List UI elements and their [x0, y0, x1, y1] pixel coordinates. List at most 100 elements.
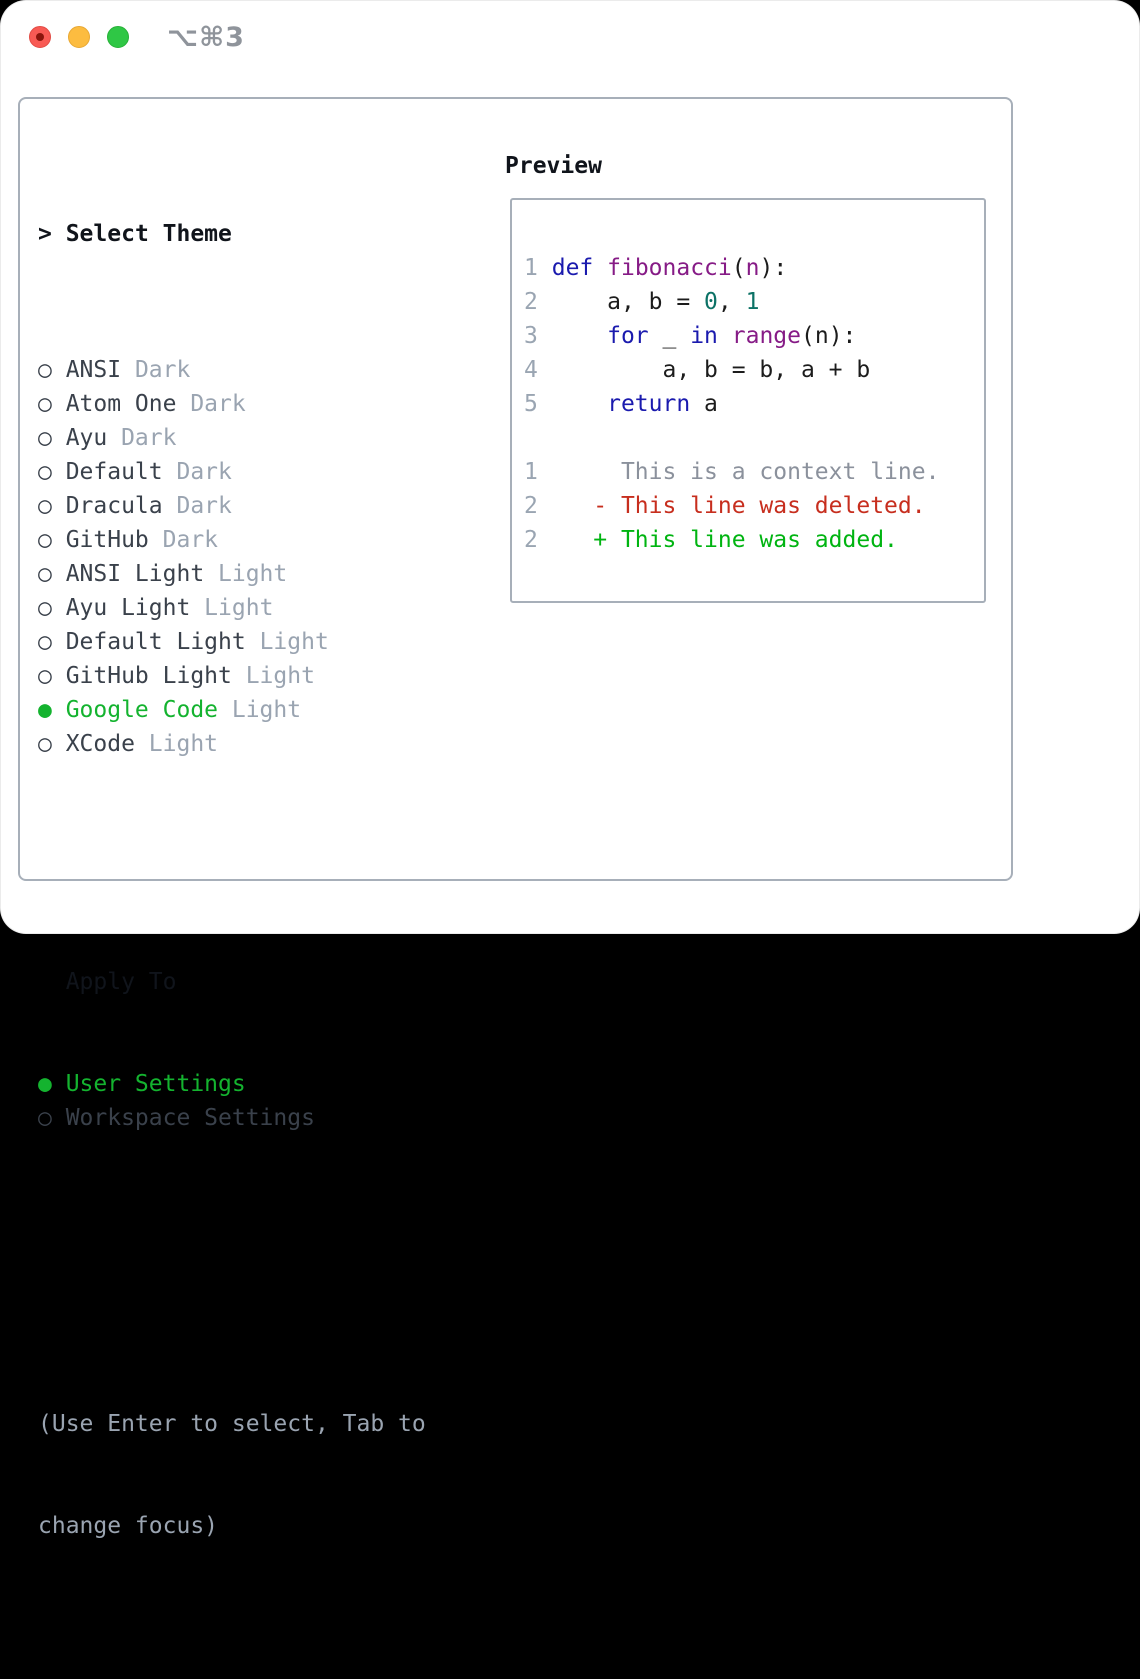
radio-selected-icon: ● — [38, 697, 52, 723]
code-segment-plain: a — [690, 391, 718, 417]
theme-variant-tag: Dark — [148, 527, 219, 553]
help-text-line: change focus) — [38, 1513, 219, 1539]
apply-option-label: Workspace Settings — [51, 1105, 315, 1131]
radio-unselected-icon: ○ — [38, 527, 52, 553]
code-line: 2 + This line was added. — [524, 523, 984, 557]
code-segment-add: + This line was added. — [537, 527, 898, 553]
theme-option-dracula[interactable]: ○ Dracula Dark — [38, 489, 426, 523]
code-segment-plain — [593, 255, 607, 281]
theme-option-ansi-light[interactable]: ○ ANSI Light Light — [38, 557, 426, 591]
theme-option-label: Default — [51, 459, 163, 485]
radio-unselected-icon: ○ — [38, 493, 52, 519]
theme-option-ansi[interactable]: ○ ANSI Dark — [38, 353, 426, 387]
minimize-button[interactable] — [68, 26, 90, 48]
line-number: 2 — [524, 527, 538, 553]
code-segment-plain — [538, 391, 607, 417]
theme-option-github[interactable]: ○ GitHub Dark — [38, 523, 426, 557]
code-segment-plain: ): — [759, 255, 788, 281]
code-segment-kw: def — [551, 255, 594, 281]
code-segment-kw: for — [607, 323, 649, 349]
theme-option-ayu-light[interactable]: ○ Ayu Light Light — [38, 591, 426, 625]
theme-variant-tag: Dark — [121, 357, 191, 383]
radio-unselected-icon: ○ — [38, 459, 52, 485]
code-segment-plain: a, b = — [537, 289, 705, 315]
apply-to-header: Apply To — [65, 969, 177, 995]
code-line: 4 a, b = b, a + b — [524, 353, 984, 387]
theme-option-label: Google Code — [51, 697, 219, 723]
theme-selector: > Select Theme ○ ANSI Dark○ Atom One Dar… — [38, 149, 426, 1679]
code-line: 1 def fibonacci(n): — [524, 251, 984, 285]
radio-selected-icon: ● — [38, 1071, 52, 1097]
code-segment-num: 0 — [704, 289, 718, 315]
code-line: 5 return a — [524, 387, 984, 421]
theme-variant-tag: Dark — [107, 425, 177, 451]
apply-option-workspace-settings[interactable]: ○ Workspace Settings — [38, 1101, 426, 1135]
line-number — [524, 421, 538, 455]
theme-option-ayu[interactable]: ○ Ayu Dark — [38, 421, 426, 455]
theme-option-label: Default Light — [51, 629, 246, 655]
theme-option-label: ANSI Light — [51, 561, 205, 587]
code-segment-ctx: This is a context line. — [537, 459, 940, 485]
preview-header: Preview — [505, 153, 602, 179]
line-number: 3 — [524, 323, 538, 349]
theme-option-google-code[interactable]: ● Google Code Light — [38, 693, 426, 727]
main-panel: > Select Theme ○ ANSI Dark○ Atom One Dar… — [18, 97, 1013, 1539]
apply-option-user-settings[interactable]: ● User Settings — [38, 1067, 426, 1101]
titlebar: ⌥⌘3 — [0, 0, 1140, 74]
code-segment-plain: a, b = b, a + b — [537, 357, 871, 383]
code-segment-plain: _ — [648, 323, 691, 349]
line-number: 2 — [524, 289, 538, 315]
radio-unselected-icon: ○ — [38, 357, 52, 383]
theme-variant-tag: Dark — [176, 391, 246, 417]
theme-variant-tag: Dark — [162, 459, 232, 485]
theme-option-xcode[interactable]: ○ XCode Light — [38, 727, 426, 761]
code-segment-fn: n — [745, 255, 760, 281]
theme-option-label: Atom One — [51, 391, 177, 417]
code-segment-num: 1 — [745, 289, 760, 315]
zoom-button[interactable] — [107, 26, 129, 48]
close-button[interactable] — [29, 26, 51, 48]
line-number: 2 — [524, 493, 538, 519]
radio-unselected-icon: ○ — [38, 595, 52, 621]
radio-unselected-icon: ○ — [38, 663, 52, 689]
theme-variant-tag: Dark — [162, 493, 232, 519]
theme-list: ○ ANSI Dark○ Atom One Dark○ Ayu Dark○ De… — [38, 353, 426, 761]
code-segment-plain: (n): — [801, 323, 857, 349]
radio-unselected-icon: ○ — [38, 1105, 52, 1131]
code-segment-fn: fibonacci — [607, 255, 732, 281]
code-segment-plain: ( — [731, 255, 746, 281]
select-theme-header-label: Select Theme — [65, 221, 232, 247]
code-line — [524, 421, 984, 455]
theme-option-default-light[interactable]: ○ Default Light Light — [38, 625, 426, 659]
code-segment-plain: , — [717, 289, 746, 315]
radio-unselected-icon: ○ — [38, 425, 52, 451]
theme-variant-tag: Light — [190, 595, 274, 621]
preview-section: Preview 1 def fibonacci(n):2 a, b = 0, 1… — [503, 149, 986, 603]
code-line: 1 This is a context line. — [524, 455, 984, 489]
radio-unselected-icon: ○ — [38, 561, 52, 587]
window-title: ⌥⌘3 — [167, 22, 245, 53]
theme-option-label: GitHub — [51, 527, 149, 553]
apply-to-section: Apply To ● User Settings○ Workspace Sett… — [38, 897, 426, 1203]
code-segment-del: - This line was deleted. — [537, 493, 926, 519]
line-number: 1 — [524, 255, 538, 281]
code-line: 2 a, b = 0, 1 — [524, 285, 984, 319]
select-theme-header: > Select Theme — [38, 217, 426, 251]
code-segment-plain — [538, 323, 607, 349]
theme-variant-tag: Light — [245, 629, 329, 655]
theme-variant-tag: Light — [204, 561, 288, 587]
theme-variant-tag: Light — [231, 663, 315, 689]
code-segment-kw: in — [690, 323, 718, 349]
line-number: 1 — [524, 459, 538, 485]
theme-option-label: Ayu — [51, 425, 108, 451]
code-line: 3 for _ in range(n): — [524, 319, 984, 353]
theme-option-label: GitHub Light — [51, 663, 232, 689]
app-window: ⌥⌘3 > Select Theme ○ ANSI Dark○ Atom One… — [0, 0, 1140, 1539]
radio-unselected-icon: ○ — [38, 629, 52, 655]
theme-option-github-light[interactable]: ○ GitHub Light Light — [38, 659, 426, 693]
code-segment-kw: return — [607, 391, 691, 417]
radio-unselected-icon: ○ — [38, 391, 52, 417]
theme-option-atom-one[interactable]: ○ Atom One Dark — [38, 387, 426, 421]
theme-option-default[interactable]: ○ Default Dark — [38, 455, 426, 489]
